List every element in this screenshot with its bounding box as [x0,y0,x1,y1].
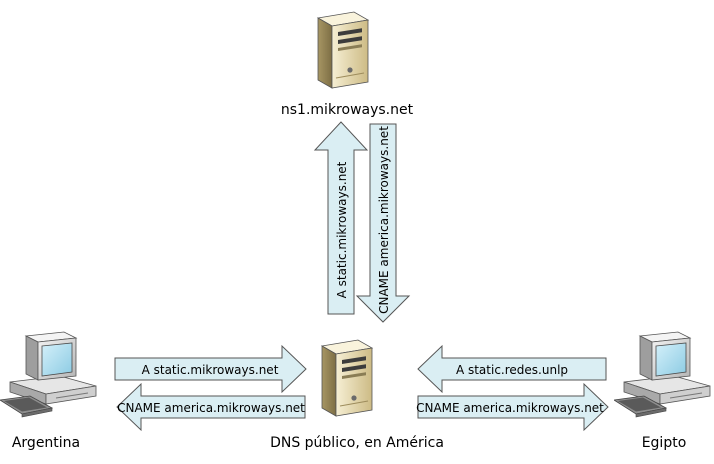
argentina-computer-icon [0,331,97,418]
argentina-query-arrow: A static.mikroways.net [114,344,307,394]
egipto-computer-icon [614,331,711,418]
dns-public-server-icon [321,339,373,417]
up-query-arrow: A static.mikroways.net [313,121,369,315]
down-reply-arrow: CNAME america.mikroways.net [355,123,411,323]
down-reply-arrow-label: CNAME america.mikroways.net [377,126,391,314]
egipto-query-arrow: A static.redes.unlp [417,344,607,394]
egipto-reply-arrow-label: CNAME america.mikroways.net [416,401,604,415]
argentina-label: Argentina [12,435,80,451]
egipto-label: Egipto [642,435,687,451]
argentina-query-arrow-label: A static.mikroways.net [142,363,279,377]
argentina-reply-arrow: CNAME america.mikroways.net [116,382,306,432]
egipto-query-arrow-label: A static.redes.unlp [456,363,568,377]
egipto-reply-arrow: CNAME america.mikroways.net [416,382,609,432]
argentina-reply-arrow-label: CNAME america.mikroways.net [117,401,305,415]
ns1-server-label: ns1.mikroways.net [281,102,414,118]
up-query-arrow-label: A static.mikroways.net [335,161,349,298]
ns1-server-icon [317,11,369,89]
dns-public-label: DNS público, en América [270,435,444,451]
